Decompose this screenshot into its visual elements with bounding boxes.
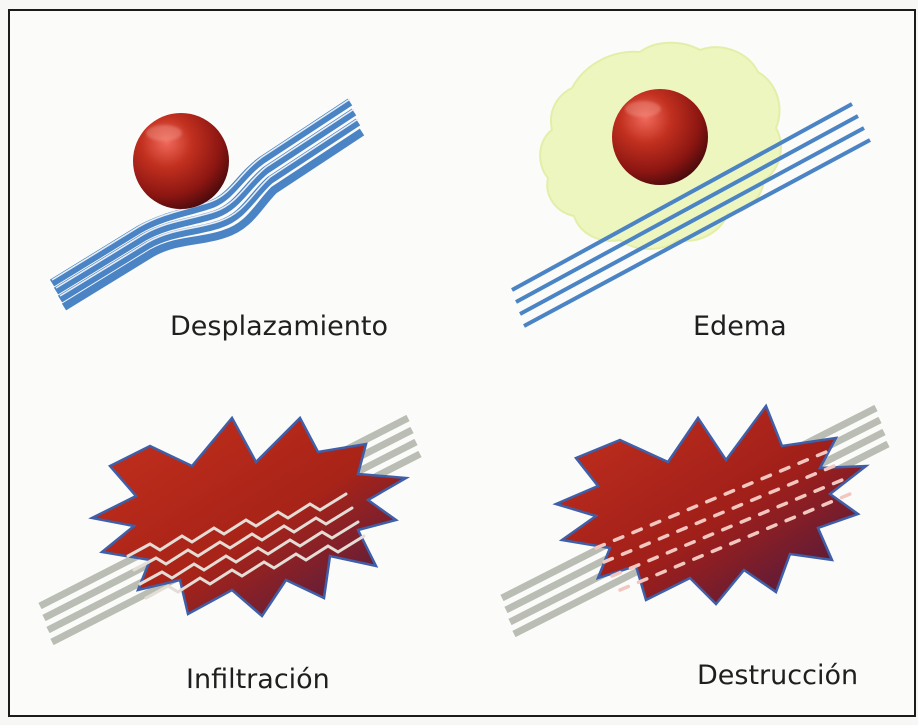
tumor-starburst [92, 418, 406, 616]
panel-desplazamiento [52, 99, 362, 307]
caption-desplazamiento: Desplazamiento [170, 313, 388, 340]
lesion-sphere [612, 89, 708, 185]
panel-edema [512, 43, 870, 326]
caption-edema: Edema [693, 313, 787, 340]
lesion-sphere [133, 113, 229, 209]
panel-infiltracion [40, 418, 420, 642]
caption-infiltracion: Infiltración [186, 666, 330, 693]
panel-destruccion [502, 406, 888, 634]
caption-destruccion: Destrucción [697, 662, 858, 689]
